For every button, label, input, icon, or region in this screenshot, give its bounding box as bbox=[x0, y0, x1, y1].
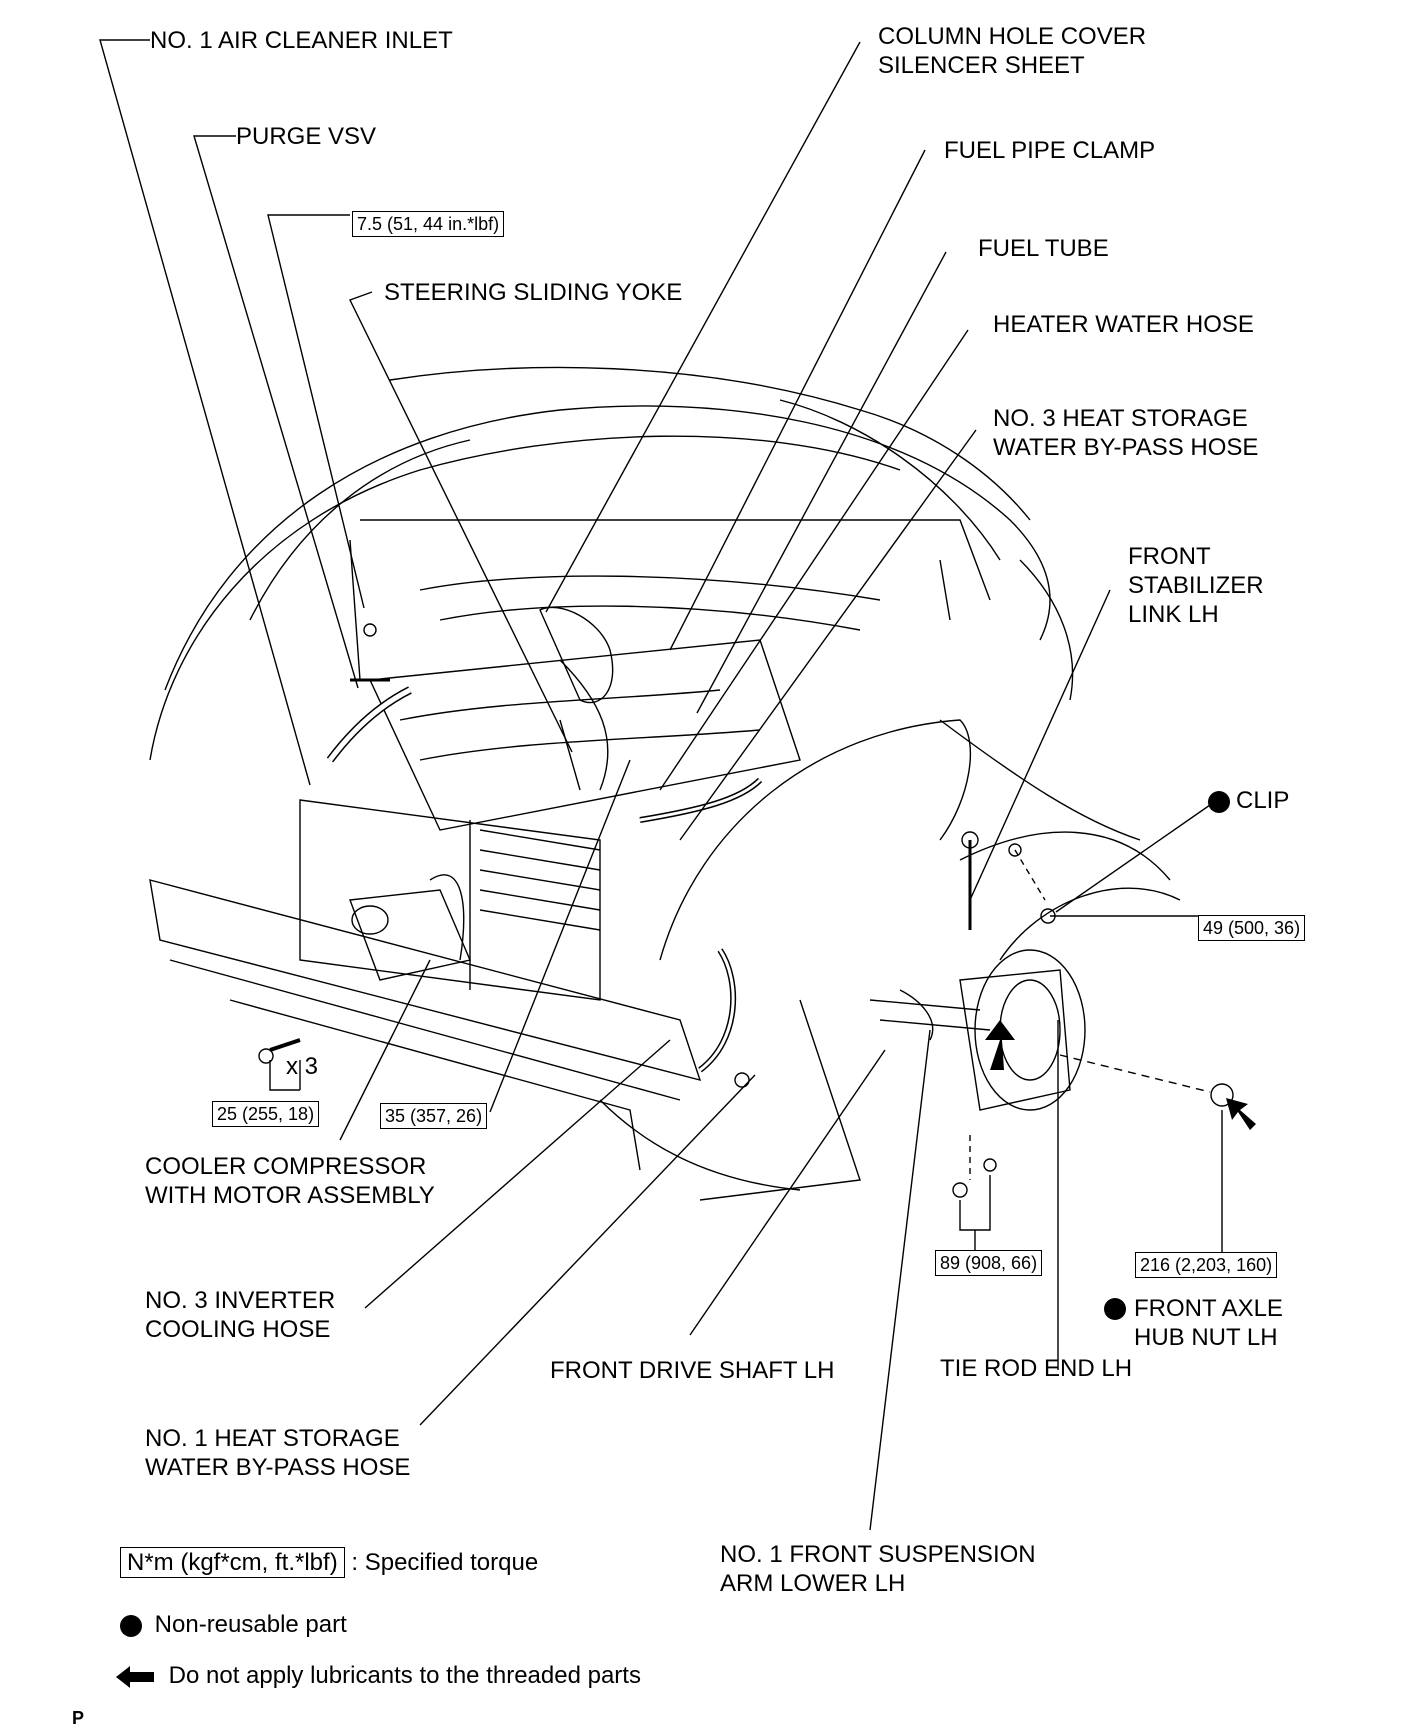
torque-clip-nut: 49 (500, 36) bbox=[1198, 915, 1306, 941]
label-clip: CLIP bbox=[1208, 786, 1289, 815]
label-x3: x 3 bbox=[286, 1053, 319, 1080]
legend-specified-torque: N*m (kgf*cm, ft.*lbf) : Specified torque bbox=[120, 1547, 539, 1578]
non-reusable-dot-icon bbox=[1104, 1298, 1126, 1320]
non-reusable-dot-icon bbox=[1208, 790, 1230, 813]
torque-compressor-bolt: 35 (357, 26) bbox=[380, 1103, 488, 1129]
arrow-left-icon bbox=[116, 1665, 154, 1688]
legend-non-reusable: Non-reusable part bbox=[120, 1610, 347, 1639]
label-tie-rod-end: TIE ROD END LH bbox=[940, 1355, 1133, 1382]
legend-torque-text: : Specified torque bbox=[351, 1549, 539, 1576]
label-air-cleaner-inlet: NO. 1 AIR CLEANER INLET bbox=[150, 27, 453, 54]
label-fuel-pipe-clamp: FUEL PIPE CLAMP bbox=[944, 137, 1156, 164]
torque-bolt-x3: 25 (255, 18) bbox=[212, 1101, 320, 1127]
label-steering-sliding-yoke: STEERING SLIDING YOKE bbox=[384, 279, 683, 306]
label-front-drive-shaft: FRONT DRIVE SHAFT LH bbox=[550, 1357, 835, 1384]
label-fuel-tube: FUEL TUBE bbox=[978, 235, 1109, 262]
torque-hub-nut: 216 (2,203, 160) bbox=[1135, 1252, 1278, 1278]
torque-arm-bolt: 89 (908, 66) bbox=[935, 1250, 1043, 1276]
non-reusable-dot-icon bbox=[120, 1614, 142, 1637]
torque-purge-vsv: 7.5 (51, 44 in.*lbf) bbox=[352, 211, 505, 237]
legend-no-lubricant: Do not apply lubricants to the threaded … bbox=[116, 1661, 641, 1690]
label-heater-water-hose: HEATER WATER HOSE bbox=[993, 311, 1254, 338]
label-purge-vsv: PURGE VSV bbox=[236, 123, 377, 150]
figure-code: P bbox=[72, 1708, 85, 1728]
legend-torque-box: N*m (kgf*cm, ft.*lbf) bbox=[120, 1547, 345, 1578]
